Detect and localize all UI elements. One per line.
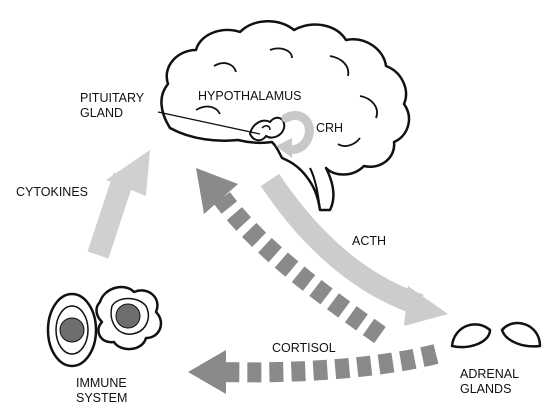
label-cortisol: CORTISOL	[272, 341, 336, 355]
label-cytokines: CYTOKINES	[16, 185, 88, 199]
cortisol-to-immune-arrow	[188, 344, 439, 394]
cytokines-arrow	[87, 150, 150, 259]
label-immune-line2: SYSTEM	[76, 391, 127, 405]
label-acth: ACTH	[352, 234, 386, 248]
pituitary-gland-icon	[248, 116, 286, 142]
immune-cells-icon	[46, 285, 163, 368]
pituitary-leader-line	[157, 111, 261, 135]
label-hypothalamus: HYPOTHALAMUS	[198, 89, 302, 103]
cortisol-to-brain-arrow	[196, 168, 386, 344]
label-adrenal-line2: GLANDS	[460, 382, 511, 396]
crh-arrow-icon	[276, 111, 314, 158]
acth-arrow	[260, 173, 448, 326]
label-pituitary-line1: PITUITARY	[80, 91, 145, 105]
label-immune-line1: IMMUNE	[76, 376, 127, 390]
label-adrenal-line1: ADRENAL	[460, 367, 519, 381]
adrenal-glands-icon	[450, 321, 542, 349]
label-crh: CRH	[316, 121, 343, 135]
label-pituitary-line2: GLAND	[80, 106, 123, 120]
brain-icon	[160, 20, 411, 212]
